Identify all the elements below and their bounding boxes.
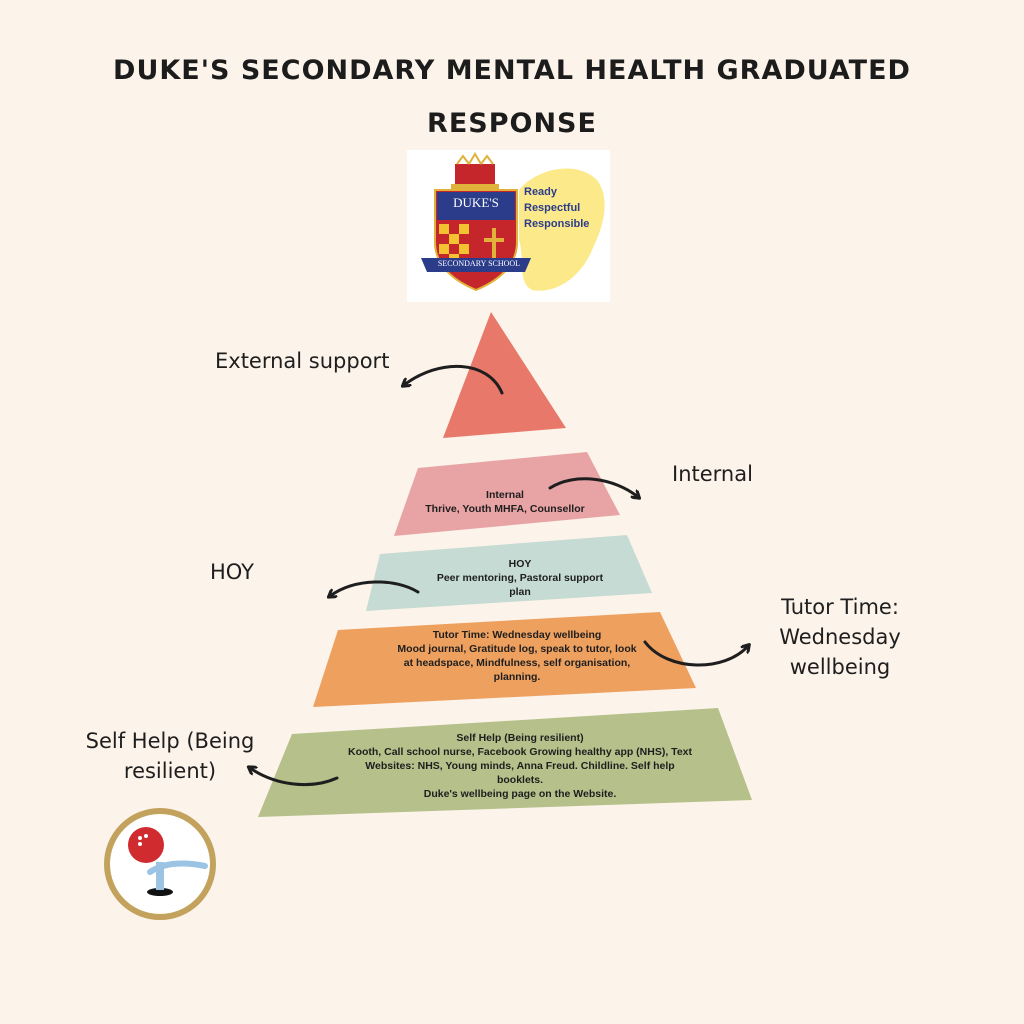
level-tutor-line: at headspace, Mindfulness, self organisa… [403, 657, 631, 669]
page-title-line-2: RESPONSE [427, 108, 597, 139]
level-self-help-line: Kooth, Call school nurse, Facebook Growi… [347, 746, 692, 758]
page-title-line-1: DUKE'S SECONDARY MENTAL HEALTH GRADUATED [113, 55, 911, 86]
arrow-internal [548, 477, 638, 497]
side-label-self-help: Self Help (Being resilient) [70, 726, 270, 786]
pyramid-level-self-help [258, 708, 752, 817]
level-hoy-line: Peer mentoring, Pastoral support [436, 572, 604, 584]
crest-ribbon-text: SECONDARY SCHOOL [437, 259, 521, 268]
level-internal-line: Thrive, Youth MHFA, Counsellor [425, 503, 585, 515]
arrow-self-help [250, 768, 339, 787]
pyramid-level-hoy [366, 535, 652, 611]
level-self-help-text: Self Help (Being resilient) Kooth, Call … [310, 726, 730, 806]
motto-respectful: Respectful [524, 202, 581, 214]
level-tutor-line: Mood journal, Gratitude log, speak to tu… [397, 643, 637, 655]
level-self-help-heading: Self Help (Being resilient) [456, 732, 584, 744]
pyramid-level-tutor [313, 612, 696, 707]
level-hoy-line: plan [509, 586, 531, 598]
side-label-tutor-line: wellbeing [789, 655, 891, 679]
side-label-tutor-line: Tutor Time: [781, 595, 899, 619]
level-internal-heading: Internal [486, 489, 524, 501]
level-tutor-heading: Tutor Time: Wednesday wellbeing [432, 629, 602, 641]
arrow-hoy [330, 580, 420, 596]
pyramid-top-level [443, 312, 566, 438]
side-label-tutor: Tutor Time: Wednesday wellbeing [760, 592, 920, 682]
school-logo: DUKE'S SECONDARY SCHOOL Ready Respectful… [407, 150, 610, 302]
motto-ready: Ready [524, 186, 558, 198]
arrow-external [404, 364, 504, 395]
school-crest-icon [421, 152, 605, 292]
level-self-help-line: Websites: NHS, Young minds, Anna Freud. … [365, 760, 675, 772]
level-self-help-line: booklets. [496, 774, 544, 786]
level-self-help-line: Duke's wellbeing page on the Website. [423, 788, 617, 800]
side-label-tutor-line: Wednesday [779, 625, 901, 649]
side-label-self-help-line: resilient) [123, 759, 217, 783]
level-hoy-text: HOY Peer mentoring, Pastoral support pla… [400, 555, 640, 601]
motto-responsible: Responsible [524, 218, 590, 230]
level-tutor-line: planning. [493, 671, 541, 683]
pyramid-level-internal [394, 452, 620, 536]
level-hoy-heading: HOY [508, 558, 532, 570]
side-label-self-help-line: Self Help (Being [85, 729, 255, 753]
arrow-tutor [643, 640, 748, 667]
level-internal-text: Internal Thrive, Youth MHFA, Counsellor [410, 476, 600, 528]
ball-bounce-badge-icon [104, 808, 216, 920]
side-label-internal: Internal [672, 462, 753, 486]
level-tutor-text: Tutor Time: Wednesday wellbeing Mood jou… [352, 624, 682, 688]
side-label-external: External support [215, 349, 390, 373]
crest-name: DUKE'S [453, 195, 499, 210]
side-label-hoy: HOY [210, 560, 254, 584]
